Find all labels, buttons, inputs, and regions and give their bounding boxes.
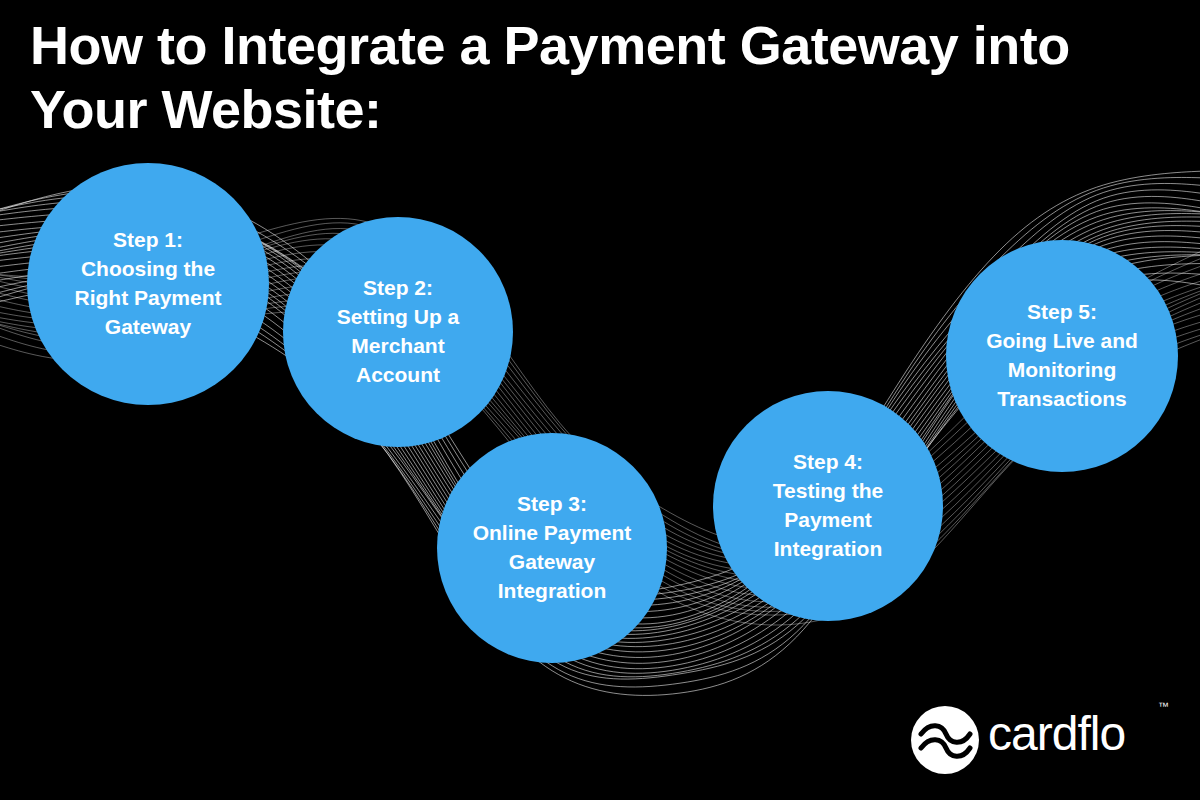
step-circle: Step 2:Setting Up a Merchant Account — [283, 217, 513, 447]
step-label: Testing the Payment Integration — [743, 477, 913, 564]
step-number: Step 3: — [467, 490, 637, 519]
step-number: Step 5: — [977, 298, 1147, 327]
step-circle: Step 1:Choosing the Right Payment Gatewa… — [27, 163, 269, 405]
step-number: Step 1: — [63, 226, 233, 255]
title: How to Integrate a Payment Gateway into … — [30, 14, 1170, 141]
step-circle: Step 3:Online Payment Gateway Integratio… — [437, 433, 667, 663]
step-label: Setting Up a Merchant Account — [313, 303, 483, 390]
step-label: Online Payment Gateway Integration — [467, 519, 637, 606]
step-circle: Step 5:Going Live and Monitoring Transac… — [946, 240, 1178, 472]
step-number: Step 2: — [313, 274, 483, 303]
trademark: ™ — [1158, 700, 1169, 712]
step-label: Choosing the Right Payment Gateway — [63, 255, 233, 342]
step-circle: Step 4:Testing the Payment Integration — [713, 391, 943, 621]
logo-mark — [911, 706, 979, 774]
logo-text: cardflo — [988, 706, 1125, 761]
step-label: Going Live and Monitoring Transactions — [977, 327, 1147, 414]
step-number: Step 4: — [743, 448, 913, 477]
